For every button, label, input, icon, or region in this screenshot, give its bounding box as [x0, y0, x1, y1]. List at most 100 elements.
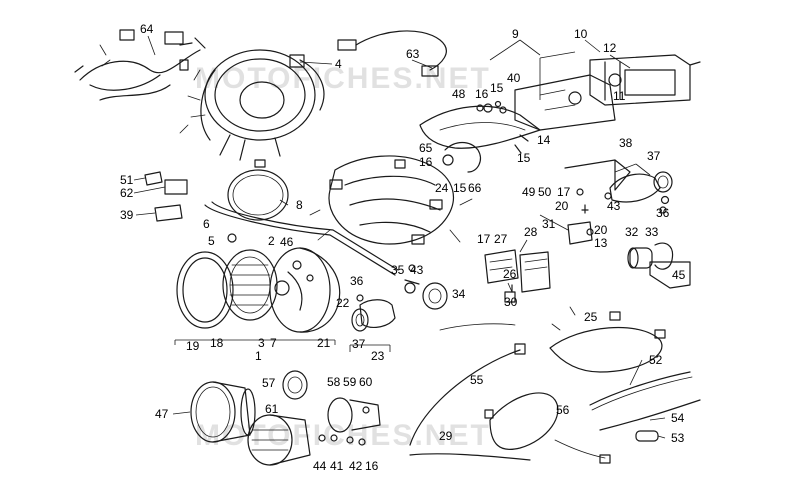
ref-36b: 36 [350, 274, 364, 288]
ref-50: 50 [538, 185, 552, 199]
ref-43b: 43 [410, 263, 424, 277]
ref-17a: 17 [557, 185, 571, 199]
ref-55: 55 [470, 373, 484, 387]
ref-4: 4 [335, 57, 342, 71]
ref-61: 61 [265, 402, 279, 416]
ref-22: 22 [336, 296, 350, 310]
ref-60: 60 [359, 375, 373, 389]
ref-52: 52 [649, 353, 663, 367]
ref-56: 56 [556, 403, 570, 417]
ref-39: 39 [120, 208, 134, 222]
cable-63 [337, 30, 447, 77]
cable-56 [484, 392, 611, 464]
ref-20b: 20 [594, 223, 608, 237]
horn-34 [422, 282, 448, 310]
ref-29: 29 [439, 429, 453, 443]
plate-45 [649, 261, 691, 289]
small-parts-right [576, 188, 670, 214]
bracket-40 [514, 74, 616, 131]
ref-20a: 20 [555, 199, 569, 213]
ref-16b: 16 [419, 155, 433, 169]
rear-turn-signal [564, 159, 673, 203]
ref-48: 48 [452, 87, 466, 101]
reference-numbers: 64 63 4 9 10 12 11 40 48 16 15 14 15 65 … [120, 22, 686, 473]
ref-26: 26 [503, 267, 517, 281]
ref-65: 65 [419, 141, 433, 155]
cable-loop-8 [227, 159, 289, 221]
bulb-53 [635, 430, 659, 442]
headlamp-assembly [176, 247, 341, 333]
lamp-61 [247, 414, 311, 466]
leader-lines [133, 35, 666, 439]
ref-46: 46 [280, 235, 294, 249]
ref-16c: 16 [365, 459, 379, 473]
ref-27: 27 [494, 232, 508, 246]
cable-55 [409, 323, 526, 446]
ref-28: 28 [524, 225, 538, 239]
ref-5: 5 [208, 234, 215, 248]
ref-57: 57 [262, 376, 276, 390]
ref-3: 3 [258, 336, 265, 350]
ref-17b: 17 [477, 232, 491, 246]
wiring-loom-64 [74, 29, 206, 101]
ref-13: 13 [594, 236, 608, 250]
tail-light-assembly [589, 54, 701, 106]
ref-37a: 37 [647, 149, 661, 163]
ref-37b: 37 [352, 337, 366, 351]
lens-57 [282, 370, 308, 400]
ref-15a: 15 [490, 81, 504, 95]
cable-29 [409, 453, 531, 461]
watermark-top: MOTOFICHES.NET [195, 62, 491, 95]
parts-35-43 [404, 264, 420, 285]
ref-38: 38 [619, 136, 633, 150]
ref-44: 44 [313, 459, 327, 473]
cable-54 [599, 399, 701, 431]
ref-66: 66 [468, 181, 482, 195]
mudguard-48 [419, 103, 541, 149]
ref-15c: 15 [453, 181, 467, 195]
ref-43a: 43 [607, 199, 621, 213]
relay-31 [567, 221, 594, 245]
ref-19: 19 [186, 339, 200, 353]
ref-45: 45 [672, 268, 686, 282]
ref-9: 9 [512, 27, 519, 41]
ref-23: 23 [371, 349, 385, 363]
ref-58: 58 [327, 375, 341, 389]
bracket-58-60 [327, 397, 381, 433]
coil-32-33 [627, 242, 674, 270]
ref-16a: 16 [475, 87, 489, 101]
screws-44-41-42-16 [318, 434, 366, 446]
cable-52 [589, 371, 693, 411]
ref-49: 49 [522, 185, 536, 199]
ref-14: 14 [537, 133, 551, 147]
front-indicator [351, 294, 396, 332]
ref-40: 40 [507, 71, 521, 85]
ref-7: 7 [270, 336, 277, 350]
ref-32: 32 [625, 225, 639, 239]
ref-34: 34 [452, 287, 466, 301]
ref-51: 51 [120, 173, 134, 187]
ref-42: 42 [349, 459, 363, 473]
ref-53: 53 [671, 431, 685, 445]
ref-63: 63 [406, 47, 420, 61]
ref-8: 8 [296, 198, 303, 212]
ref-64: 64 [140, 22, 154, 36]
ref-6: 6 [203, 217, 210, 231]
ref-47: 47 [155, 407, 169, 421]
ref-31: 31 [542, 217, 556, 231]
ref-15b: 15 [517, 151, 531, 165]
fuse-box-28 [484, 249, 551, 303]
ref-24: 24 [435, 181, 449, 195]
frame-harness-24 [309, 155, 473, 245]
ref-12: 12 [603, 41, 617, 55]
ref-33: 33 [645, 225, 659, 239]
parts-65-66 [442, 141, 481, 173]
cable-25 [549, 306, 666, 373]
ref-1: 1 [255, 349, 262, 363]
ref-41: 41 [330, 459, 344, 473]
ref-18: 18 [210, 336, 224, 350]
ref-10: 10 [574, 27, 588, 41]
mounting-rod-6 [204, 201, 416, 294]
ref-36a: 36 [656, 206, 670, 220]
